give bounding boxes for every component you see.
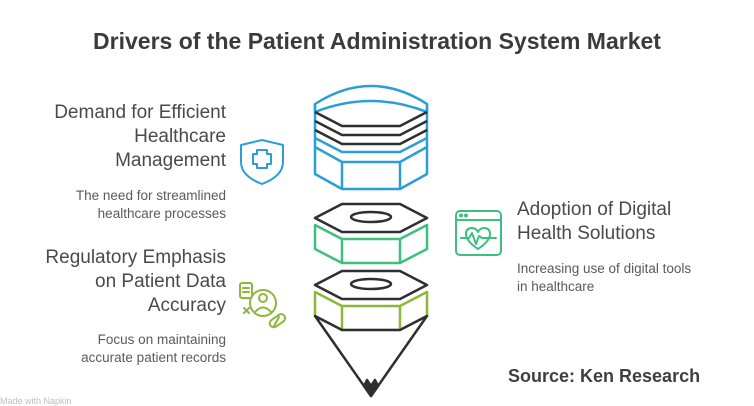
driver-1-description-line-1: The need for streamlined xyxy=(75,188,226,203)
driver-2-description-line-2: in healthcare xyxy=(517,279,595,294)
segment-blue-cap xyxy=(313,84,429,191)
driver-3-heading-line-1: Regulatory Emphasis xyxy=(45,247,226,268)
driver-3-description-line-1: Focus on maintaining xyxy=(97,332,226,347)
driver-3-heading: Regulatory Emphasis on Patient Data Accu… xyxy=(20,246,226,318)
driver-2-description: Increasing use of digital tools in healt… xyxy=(517,260,747,296)
segment-olive-nut xyxy=(313,269,429,332)
page-title: Drivers of the Patient Administration Sy… xyxy=(93,28,661,54)
driver-1-heading-line-3: Management xyxy=(115,150,226,171)
driver-3-description-line-2: accurate patient records xyxy=(81,350,226,365)
driver-3-heading-line-3: Accuracy xyxy=(147,295,226,316)
shield-medical-cross-icon xyxy=(240,139,284,185)
driver-1-heading-line-1: Demand for Efficient xyxy=(54,102,226,123)
pencil-tip xyxy=(313,314,429,398)
driver-3-description: Focus on maintaining accurate patient re… xyxy=(20,331,226,367)
driver-1-description: The need for streamlined healthcare proc… xyxy=(20,187,226,223)
source-label: Source: Ken Research xyxy=(508,366,701,386)
patient-record-icon xyxy=(239,282,287,329)
driver-1-heading-line-2: Healthcare xyxy=(134,126,226,147)
driver-2-heading-line-2: Health Solutions xyxy=(517,223,656,244)
segment-green-nut xyxy=(313,202,429,265)
driver-3-heading-line-2: on Patient Data xyxy=(95,271,226,292)
monitor-heartbeat-icon xyxy=(455,210,502,256)
driver-1-heading: Demand for Efficient Healthcare Manageme… xyxy=(20,101,226,173)
watermark: Made with Napkin xyxy=(0,396,72,406)
driver-2-description-line-1: Increasing use of digital tools xyxy=(517,261,692,276)
driver-2-heading-line-1: Adoption of Digital xyxy=(517,199,672,220)
driver-2-heading: Adoption of Digital Health Solutions xyxy=(517,198,747,246)
driver-1-description-line-2: healthcare processes xyxy=(97,206,226,221)
